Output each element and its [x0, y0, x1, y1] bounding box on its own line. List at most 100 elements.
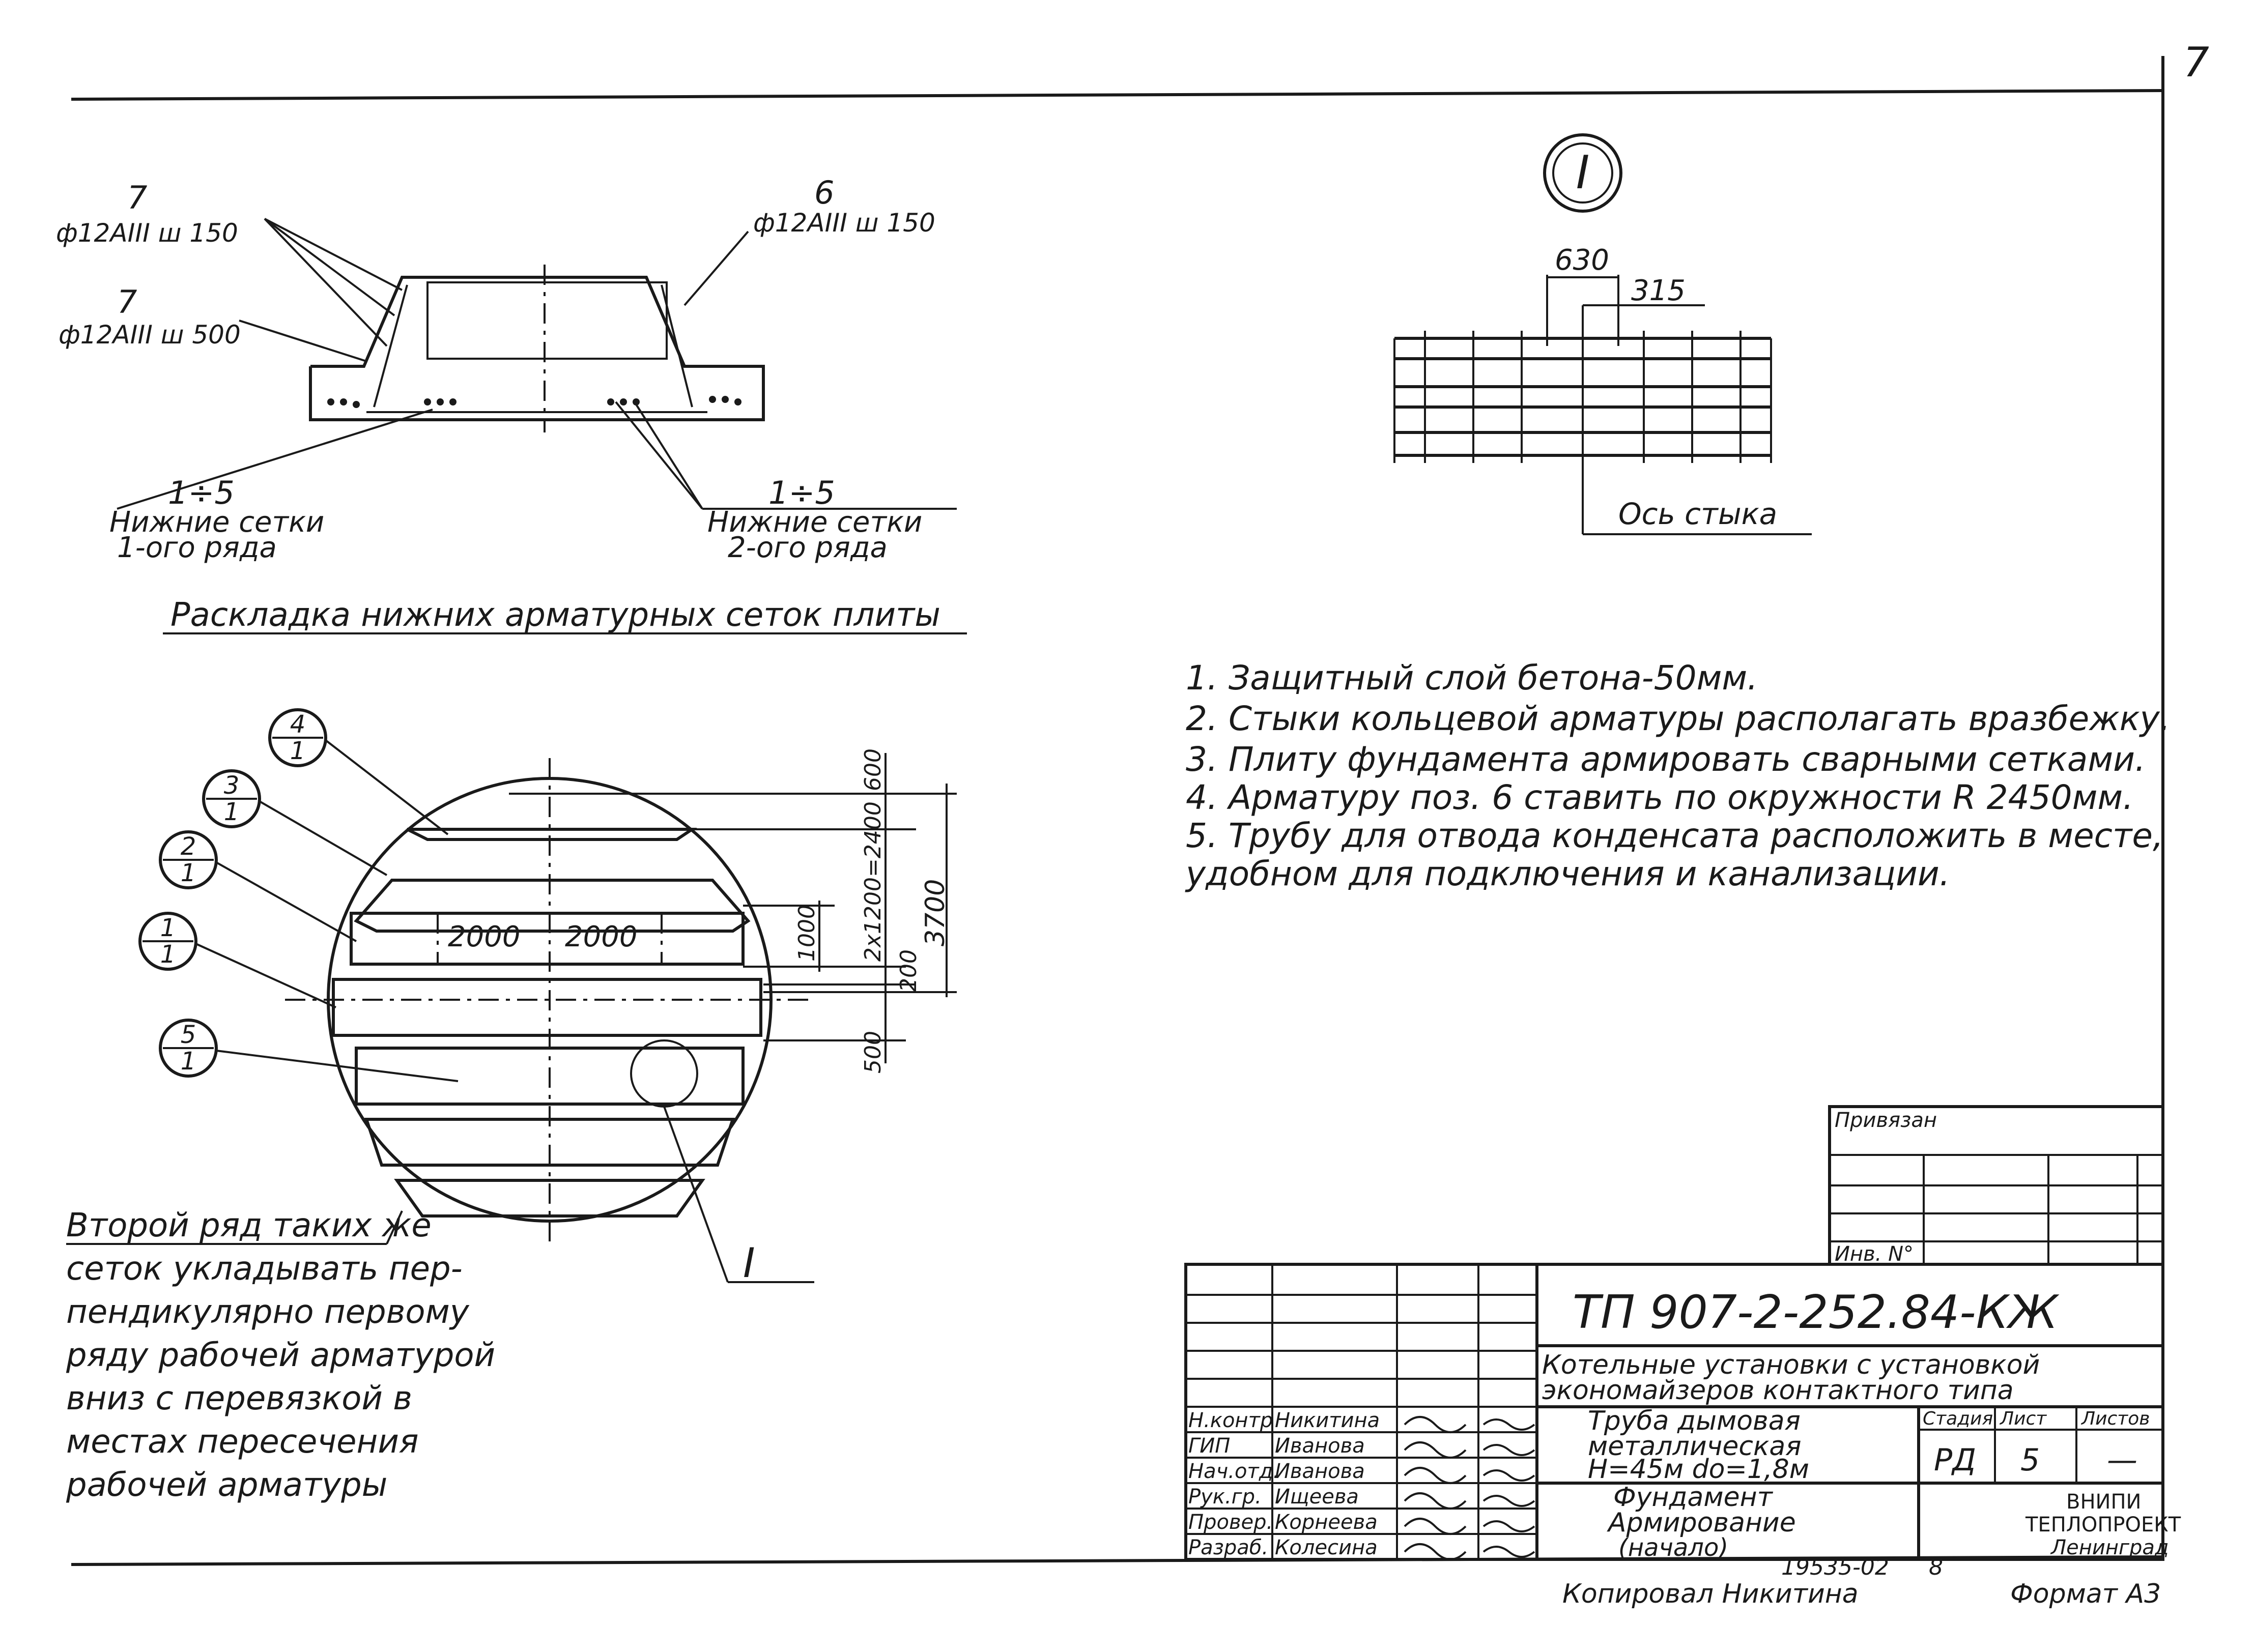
pos-6: 6: [814, 174, 834, 211]
name-2: Иванова: [1275, 1434, 1365, 1458]
title-line-2: металлическая: [1588, 1431, 1802, 1462]
leader-7d: [239, 320, 367, 362]
marker-2: 2 1: [159, 830, 357, 942]
marker-4: 4 1: [268, 708, 449, 835]
note-5: 5. Трубу для отвода конденсата расположи…: [1186, 816, 2163, 855]
role-1: Н.контр: [1188, 1409, 1273, 1432]
note-5-cont: удобном для подключения и канализации.: [1185, 854, 1950, 893]
side-note-line-2: сеток укладывать пер-: [66, 1250, 463, 1288]
name-3: Иванова: [1275, 1460, 1365, 1483]
svg-text:1: 1: [181, 859, 196, 887]
role-2: ГИП: [1188, 1434, 1230, 1458]
right-slope-rebar: [661, 284, 693, 408]
dim-315: 315: [1631, 274, 1686, 307]
leader-1-5-left: [117, 409, 433, 510]
spec-7-mid: ф12АIII ш 500: [59, 320, 241, 350]
plan-detail-ref: I: [743, 1239, 755, 1287]
format: Формат А3: [2010, 1579, 2161, 1609]
side-note-line-6: местах пересечения: [66, 1423, 418, 1461]
frame-top-line: [71, 89, 2163, 101]
dim-600: 600: [860, 748, 886, 791]
detail-marker: I: [1576, 146, 1590, 199]
name-1: Никитина: [1275, 1409, 1380, 1432]
project-line-1: Котельные установки с установкой: [1542, 1350, 2040, 1380]
dim-2000-a: 2000: [448, 920, 521, 953]
side-note-line-4: ряду рабочей арматурой: [66, 1337, 495, 1374]
side-note-line-5: вниз с перевязкой в: [66, 1380, 412, 1417]
spec-6: ф12АIII ш 150: [753, 208, 935, 238]
dim-200: 200: [896, 949, 922, 992]
name-5: Корнеева: [1275, 1511, 1378, 1534]
org-1: ВНИПИ: [2066, 1490, 2141, 1514]
archive-no: 19535-02: [1781, 1554, 1889, 1580]
dim-500: 500: [860, 1031, 886, 1074]
cross-section: 7 ф12АIII ш 150 7 ф12АIII ш 500 6 ф12АII…: [56, 174, 967, 634]
note-4: 4. Арматуру поз. 6 ставить по окружности…: [1186, 778, 2133, 817]
leader-6: [683, 230, 749, 306]
axis-label: Ось стыка: [1618, 497, 1777, 531]
sheets-value: —: [2107, 1442, 2137, 1478]
side-note-line-3: пендикулярно первому: [66, 1293, 470, 1331]
name-4: Ищеева: [1275, 1485, 1359, 1509]
doc-code: ТП 907-2-252.84-КЖ: [1573, 1286, 2060, 1339]
note-2: 2. Стыки кольцевой арматуры располагать …: [1186, 699, 2171, 738]
label-left-2: 1-ого ряда: [117, 531, 277, 564]
note-3: 3. Плиту фундамента армировать сварными …: [1186, 740, 2146, 779]
marker-5: 5 1: [159, 1019, 459, 1082]
svg-text:1: 1: [160, 914, 176, 942]
org-2: ТЕПЛОПРОЕКТ: [2025, 1513, 2181, 1537]
org-3: Ленинград: [2050, 1536, 2169, 1559]
pos-7-mid: 7: [117, 283, 137, 321]
role-5: Провер.: [1188, 1511, 1273, 1534]
svg-text:1: 1: [181, 1047, 196, 1076]
inv-no: Инв. N°: [1835, 1242, 1914, 1266]
cross-section-caption: Раскладка нижних арматурных сеток плиты: [170, 596, 940, 634]
stage-header: Стадия: [1923, 1408, 1993, 1429]
role-3: Нач.отд.: [1188, 1460, 1279, 1483]
role-6: Разраб.: [1188, 1536, 1268, 1559]
left-slope-rebar: [373, 284, 408, 408]
copied-by: Копировал Никитина: [1562, 1579, 1859, 1609]
side-note: Второй ряд таких же сеток укладывать пер…: [66, 1207, 495, 1504]
general-notes: 1. Защитный слой бетона-50мм. 2. Стыки к…: [1185, 658, 2171, 893]
leader-7c: [264, 218, 388, 347]
title-line-1: Труба дымовая: [1588, 1406, 1801, 1436]
marker-3: 3 1: [202, 769, 388, 876]
stage-value: РД: [1934, 1442, 1976, 1478]
range-left: 1÷5: [168, 474, 235, 511]
dim-3700: 3700: [920, 879, 951, 946]
pedestal: [426, 281, 668, 360]
role-4: Рук.гр.: [1188, 1485, 1262, 1509]
svg-text:2: 2: [181, 832, 196, 861]
side-note-line-1: Второй ряд таких же: [66, 1207, 432, 1244]
foundation-plan: 2000 2000 I 4 1 3 1: [138, 708, 957, 1287]
label-right-2: 2-ого ряда: [728, 531, 888, 564]
svg-text:4: 4: [290, 710, 306, 739]
svg-text:1: 1: [290, 737, 306, 765]
dim-630: 630: [1555, 244, 1609, 277]
detail-i: I 630 315 Ось стыка: [1393, 133, 1812, 535]
spec-7-top: ф12АIII ш 150: [56, 218, 238, 248]
sheet-header: Лист: [1999, 1408, 2047, 1429]
svg-text:1: 1: [224, 798, 240, 826]
dim-stack: 2х1200=2400: [860, 801, 886, 962]
dim-1000: 1000: [794, 905, 820, 962]
slab-outline: [309, 276, 765, 421]
pos-7-top: 7: [127, 179, 147, 216]
marker-1: 1 1: [138, 912, 336, 1008]
svg-text:5: 5: [181, 1021, 196, 1049]
sheet-line-2: Армирование: [1607, 1508, 1796, 1538]
leader-1-5-right-a: [615, 401, 703, 510]
label-right-1: Нижние сетки: [707, 506, 922, 539]
privyazan: Привязан: [1835, 1109, 1937, 1132]
archive-sheet: 8: [1929, 1554, 1943, 1580]
range-right: 1÷5: [768, 474, 835, 511]
name-6: Колесина: [1275, 1536, 1378, 1559]
signatures: [1404, 1416, 1535, 1560]
leader-1-5-right-b: [635, 403, 703, 510]
title-line-3: Н=45м do=1,8м: [1588, 1454, 1809, 1485]
leader-7b: [264, 218, 395, 316]
leader-7a: [264, 218, 403, 291]
dim-2000-b: 2000: [565, 920, 638, 953]
sheet-line-3: (начало): [1618, 1533, 1728, 1562]
